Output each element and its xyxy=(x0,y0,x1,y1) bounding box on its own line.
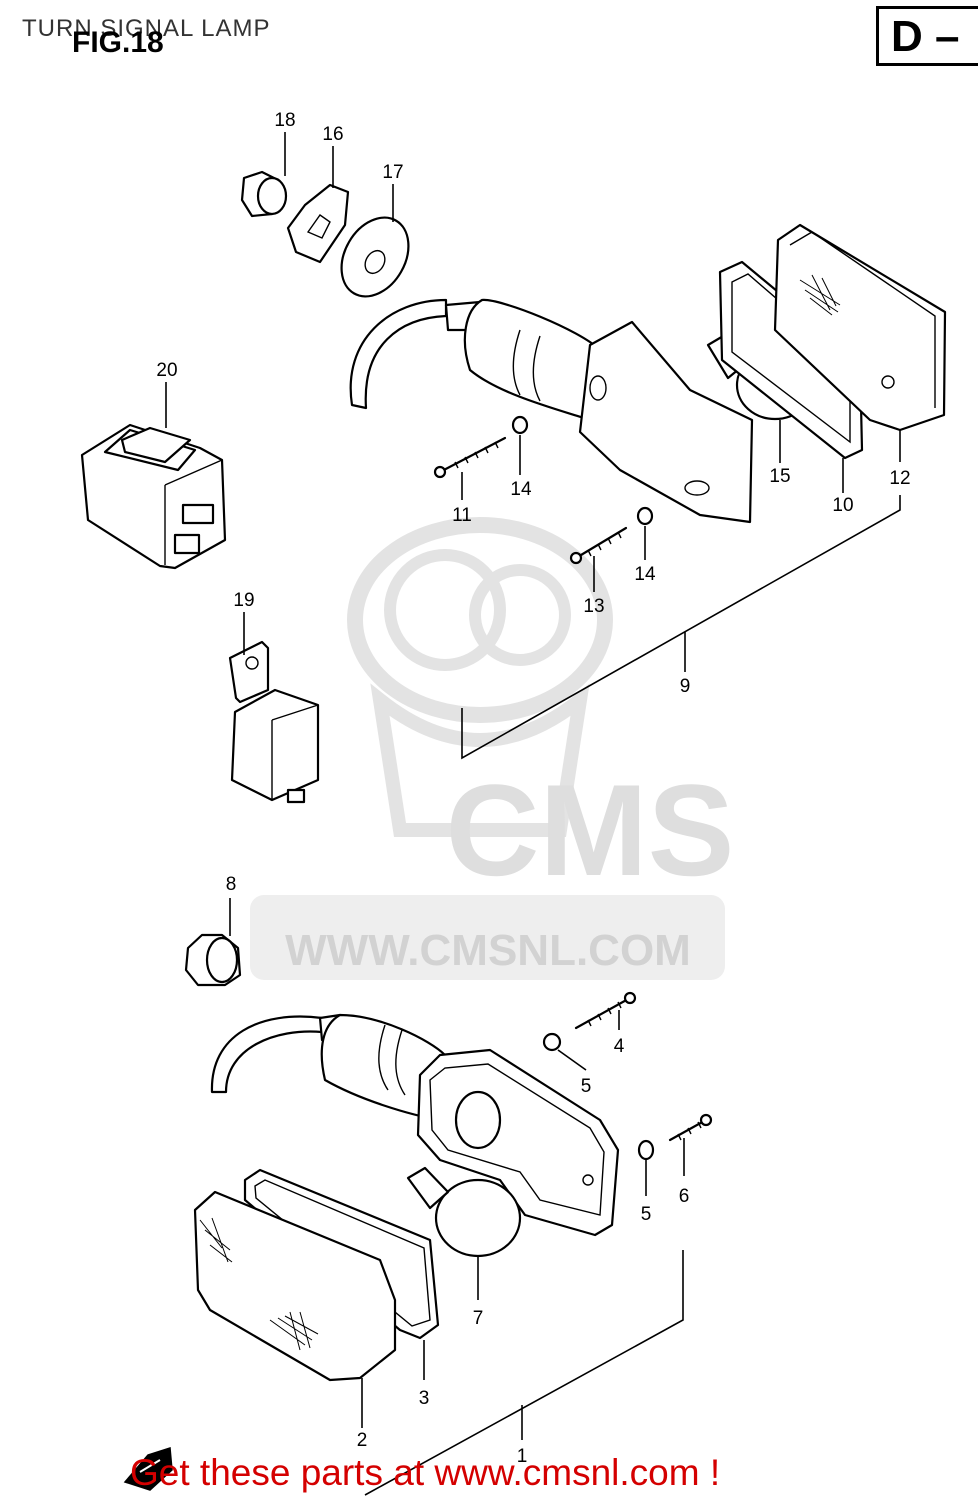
part-8-nut xyxy=(184,898,242,987)
part-1-turn-signal-assembly-lower xyxy=(210,1013,620,1237)
callout-14-a: 14 xyxy=(510,479,532,500)
callout-2: 2 xyxy=(357,1430,368,1451)
callout-6: 6 xyxy=(679,1186,690,1207)
leader-9-bracket xyxy=(461,495,901,760)
part-19-relay xyxy=(228,612,320,804)
callout-12: 12 xyxy=(889,468,910,489)
part-7-bulb-lower xyxy=(406,1166,522,1300)
part-12-lens-upper xyxy=(773,223,947,462)
callout-11: 11 xyxy=(452,505,472,526)
callout-3: 3 xyxy=(419,1388,430,1409)
part-9-turn-signal-assembly-upper xyxy=(349,298,754,524)
part-17-washer xyxy=(340,184,410,298)
callout-labels: 18 16 17 20 11 14 15 10 12 13 14 9 19 8 … xyxy=(156,110,910,1467)
part-11-screw xyxy=(433,436,507,500)
callout-1: 1 xyxy=(517,1446,528,1467)
callout-16: 16 xyxy=(322,124,343,145)
part-20-relay xyxy=(80,382,227,570)
callout-5-b: 5 xyxy=(641,1204,652,1225)
callout-9: 9 xyxy=(680,676,691,697)
callout-13: 13 xyxy=(583,596,604,617)
callout-18: 18 xyxy=(274,110,295,131)
part-2-lens-lower xyxy=(193,1190,397,1428)
callout-5-a: 5 xyxy=(581,1076,592,1097)
section-code-box: D – xyxy=(876,6,978,66)
callout-19: 19 xyxy=(233,590,254,611)
part-16-washer xyxy=(286,146,350,264)
page-title: TURN SIGNAL LAMP xyxy=(22,15,271,42)
part-14-nut-b xyxy=(636,506,654,560)
callout-14-b: 14 xyxy=(634,564,656,585)
leader-1-bracket xyxy=(364,1250,684,1496)
callout-8: 8 xyxy=(226,874,237,895)
callout-20: 20 xyxy=(156,360,177,381)
callout-10: 10 xyxy=(832,495,853,516)
part-18-nut xyxy=(240,132,288,218)
front-arrow-icon xyxy=(123,1447,173,1491)
watermark-logo: CMS xyxy=(446,757,735,903)
part-5-nut-a xyxy=(542,1032,587,1071)
part-5-nut-b xyxy=(637,1139,655,1196)
part-6-screw xyxy=(668,1113,713,1176)
callout-17: 17 xyxy=(382,162,403,183)
part-4-screw xyxy=(574,991,637,1030)
callout-15: 15 xyxy=(769,466,790,487)
callout-7: 7 xyxy=(473,1308,484,1329)
part-14-nut-a xyxy=(511,415,529,475)
figure-label: FIG.18 xyxy=(72,26,164,59)
part-13-screw xyxy=(569,526,628,592)
parts-link[interactable]: Get these parts at www.cmsnl.com ! xyxy=(130,1452,721,1493)
watermark-url: WWW.CMSNL.COM xyxy=(285,926,691,975)
callout-4: 4 xyxy=(614,1036,625,1057)
watermark: CMS WWW.CMSNL.COM xyxy=(250,517,735,980)
